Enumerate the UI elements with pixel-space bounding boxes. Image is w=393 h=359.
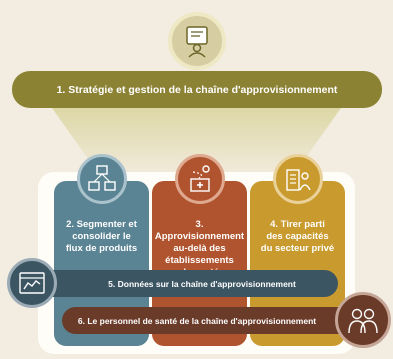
workforce-bar: 6. Le personnel de santé de la chaîne d'… — [62, 307, 352, 334]
data-icon-circle — [7, 258, 57, 308]
building-contract-icon — [286, 169, 311, 191]
workforce-bar-label: 6. Le personnel de santé de la chaîne d'… — [77, 315, 317, 326]
segment-icon-circle — [77, 154, 127, 204]
data-bar-label: 5. Données sur la chaîne d'approvisionne… — [108, 278, 296, 289]
boxes-network-icon — [88, 165, 116, 191]
data-dashboard-icon — [19, 272, 45, 294]
health-workers-icon — [348, 308, 378, 334]
pillar-segment-label: 2. Segmenter et consolider le flux de pr… — [65, 219, 138, 254]
clinic-route-icon — [190, 165, 210, 192]
strategy-banner — [12, 71, 382, 108]
pillar-private-sector-label: 4. Tirer parti des capacités du secteur … — [260, 219, 335, 254]
workforce-icon-circle — [335, 292, 391, 348]
strategy-icon-circle — [168, 12, 226, 70]
procurement-icon-circle — [175, 154, 225, 204]
private-sector-icon-circle — [273, 154, 323, 204]
data-bar: 5. Données sur la chaîne d'approvisionne… — [30, 270, 338, 297]
strategy-clipboard-person-icon — [186, 26, 208, 58]
strategy-title: 1. Stratégie et gestion de la chaîne d'a… — [56, 83, 338, 96]
